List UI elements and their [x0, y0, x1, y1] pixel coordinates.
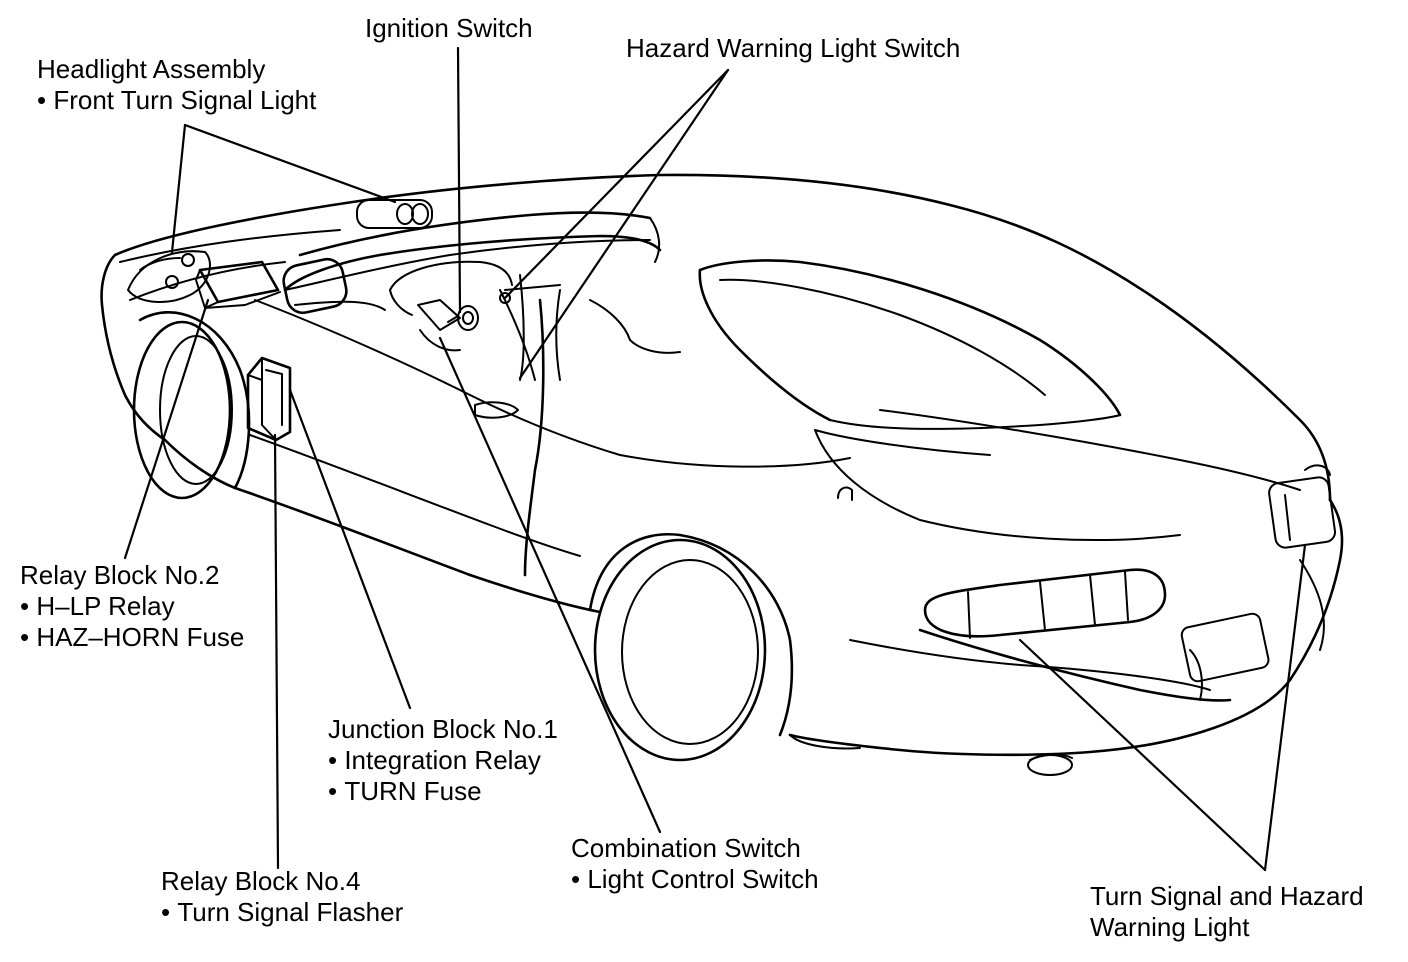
label-turn-signal-line-2: Warning Light [1090, 912, 1250, 942]
label-turn-signal-hazard-light: Turn Signal and Hazard Warning Light [1090, 881, 1364, 943]
label-turn-signal-line-1: Turn Signal and Hazard [1090, 881, 1364, 911]
rear-wheel [588, 532, 794, 762]
label-combination-switch-item: Light Control Switch [571, 864, 818, 895]
relay-block-4-component [246, 356, 292, 442]
label-relay-block-4-title: Relay Block No.4 [161, 866, 361, 896]
label-headlight-assembly: Headlight Assembly Front Turn Signal Lig… [37, 54, 316, 116]
label-junction-block-1-item-2: TURN Fuse [328, 776, 558, 807]
ignition-switch-component [447, 305, 479, 331]
headlight-component [127, 250, 211, 303]
label-ignition-switch-title: Ignition Switch [365, 13, 533, 43]
label-combination-switch: Combination Switch Light Control Switch [571, 833, 819, 895]
front-wheel [132, 311, 251, 500]
label-relay-block-2-title: Relay Block No.2 [20, 560, 220, 590]
rear-light-component [923, 464, 1337, 639]
label-junction-block-1-title: Junction Block No.1 [328, 714, 558, 744]
label-relay-block-2-item-2: HAZ–HORN Fuse [20, 622, 244, 653]
label-junction-block-1: Junction Block No.1 Integration Relay TU… [328, 714, 558, 807]
label-relay-block-4: Relay Block No.4 Turn Signal Flasher [161, 866, 403, 928]
label-combination-switch-title: Combination Switch [571, 833, 801, 863]
label-relay-block-2: Relay Block No.2 H–LP Relay HAZ–HORN Fus… [20, 560, 244, 653]
label-headlight-item: Front Turn Signal Light [37, 85, 316, 116]
leader-lines [123, 46, 1307, 872]
label-hazard-warning-light-switch: Hazard Warning Light Switch [626, 33, 960, 64]
car-body-outline [100, 173, 1344, 776]
hazard-switch-component [356, 199, 511, 304]
label-relay-block-2-item-1: H–LP Relay [20, 591, 244, 622]
label-junction-block-1-item-1: Integration Relay [328, 745, 558, 776]
label-hazard-switch-title: Hazard Warning Light Switch [626, 33, 961, 63]
label-headlight-title: Headlight Assembly [37, 54, 266, 84]
label-ignition-switch: Ignition Switch [365, 13, 533, 44]
label-relay-block-4-item: Turn Signal Flasher [161, 897, 403, 928]
